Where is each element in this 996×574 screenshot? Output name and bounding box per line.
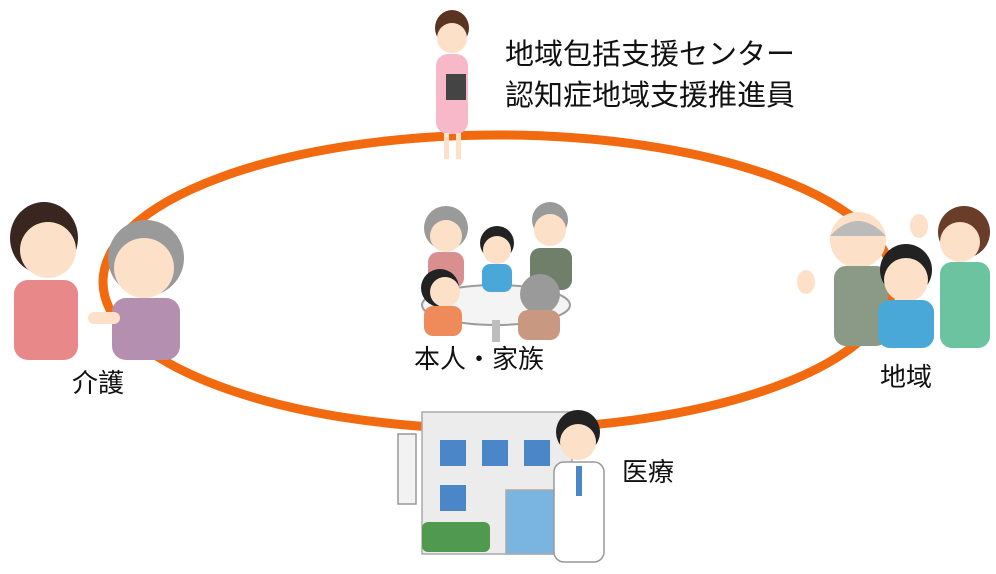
medical-label: 医療: [622, 458, 675, 488]
family-label: 本人・家族: [414, 345, 545, 375]
care-label: 介護: [72, 369, 125, 399]
community-people-illustration: [797, 206, 990, 348]
caregiver-elder-illustration: [10, 202, 184, 360]
nurse-illustration: [435, 10, 469, 159]
hospital-building-icon: [397, 411, 573, 555]
center-subtitle: 認知症地域支援推進員: [505, 78, 796, 112]
community-label: 地域: [880, 363, 933, 393]
family-table-illustration: [421, 202, 572, 342]
center-title: 地域包括支援センター: [505, 37, 796, 71]
doctor-illustration: [553, 410, 605, 563]
